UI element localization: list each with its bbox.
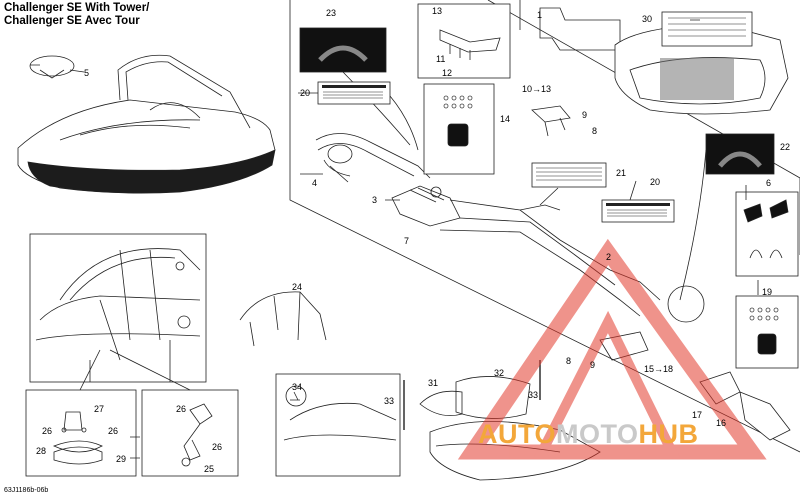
- callout-12: 12: [442, 68, 452, 78]
- callout-24: 24: [292, 282, 302, 292]
- callout-33a: 33: [384, 396, 394, 406]
- callout-32: 32: [494, 368, 504, 378]
- callout-8b: 8: [566, 356, 571, 366]
- callout-26a: 26: [42, 426, 52, 436]
- diagram-title-en: Challenger SE With Tower/: [4, 2, 150, 14]
- callout-9a: 9: [582, 110, 587, 120]
- callout-16: 16: [716, 418, 726, 428]
- diagram-title-fr: Challenger SE Avec Tour: [4, 15, 140, 27]
- box-hardware-19: [735, 295, 799, 369]
- callout-17: 17: [692, 410, 702, 420]
- callout-2: 2: [606, 252, 611, 262]
- box-bracket-27: [25, 389, 137, 477]
- box-tower-view: [29, 233, 207, 383]
- callout-20b: 20: [650, 177, 660, 187]
- callout-14: 14: [500, 114, 510, 124]
- floor-mat-1: [539, 7, 621, 51]
- callout-1: 1: [537, 10, 542, 20]
- callout-13: 13: [432, 6, 442, 16]
- callout-11: 11: [436, 54, 445, 64]
- callout-22: 22: [780, 142, 790, 152]
- callout-31: 31: [428, 378, 438, 388]
- callout-3: 3: [372, 195, 377, 205]
- callout-27: 27: [94, 404, 104, 414]
- watermark-triangle: [457, 238, 767, 460]
- callout-23: 23: [326, 8, 336, 18]
- callout-26c: 26: [176, 404, 186, 414]
- label-30: [661, 11, 753, 47]
- tower-24: [239, 291, 327, 347]
- callout-20a: 20: [300, 88, 310, 98]
- cover-32: [455, 376, 531, 419]
- callout-4: 4: [312, 178, 317, 188]
- watermark-text: AUTOMOTOHUB: [478, 419, 699, 449]
- callout-26b: 26: [108, 426, 118, 436]
- callout-26d: 26: [212, 442, 222, 452]
- callout-19: 19: [762, 287, 772, 297]
- boat-with-tower: [17, 54, 276, 194]
- callout-29: 29: [116, 454, 126, 464]
- callout-10-13: 10→13: [522, 84, 551, 94]
- callout-9b: 9: [590, 360, 595, 370]
- callout-30: 30: [642, 14, 652, 24]
- callout-8a: 8: [592, 126, 597, 136]
- tower-light-part: [29, 55, 75, 77]
- detail-zoom-circle: [667, 285, 705, 323]
- callout-28: 28: [36, 446, 46, 456]
- callout-33b: 33: [528, 390, 538, 400]
- callout-6: 6: [766, 178, 771, 188]
- callout-15-18: 15→18: [644, 364, 673, 374]
- callout-7: 7: [404, 236, 409, 246]
- callout-21: 21: [616, 168, 626, 178]
- callout-34: 34: [292, 382, 302, 392]
- box-parts-11-13: [417, 3, 511, 79]
- box-clamps-6: [735, 191, 799, 277]
- tower-frame: [315, 133, 431, 183]
- cover-31: [419, 390, 463, 417]
- diagram-code: 63J1186b-06b: [4, 487, 49, 494]
- callout-5: 5: [84, 68, 89, 78]
- warning-label-21: [531, 162, 607, 188]
- callout-25: 25: [204, 464, 214, 474]
